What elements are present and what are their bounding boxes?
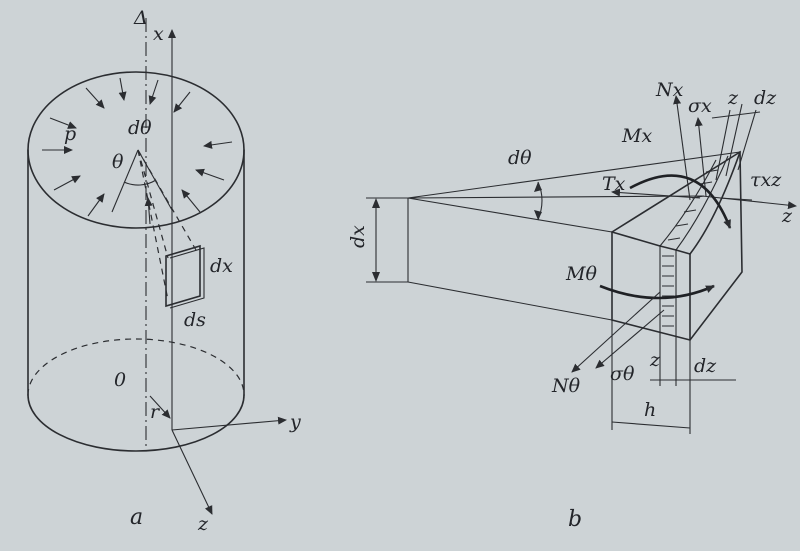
cylinder-bottom-back: [27, 338, 245, 396]
h-dimension: [611, 421, 691, 429]
wedge-lower: [407, 281, 613, 321]
y-axis: [171, 416, 287, 431]
wedge-top: [407, 151, 741, 199]
shell-element: [165, 244, 205, 309]
label-sigma-x: σx: [688, 95, 712, 117]
label-mx: Mx: [621, 125, 652, 147]
z-axis: [171, 429, 213, 515]
label-tau-xz: τxz: [750, 169, 782, 191]
shell-block: [611, 150, 743, 341]
sector-line-1: [111, 149, 139, 213]
label-origin: 0: [114, 369, 126, 391]
label-dtheta-a: dθ: [128, 117, 152, 139]
wedge-mid: [407, 195, 703, 199]
tx-arrow: [611, 188, 701, 199]
label-m-theta: Mθ: [565, 263, 597, 285]
label-ds: ds: [184, 309, 206, 331]
cylinder-figure: [27, 18, 287, 515]
label-n-theta: Nθ: [551, 375, 581, 397]
label-sigma-theta: σθ: [610, 363, 635, 385]
label-nx: Nx: [655, 79, 684, 101]
label-y: y: [289, 411, 301, 433]
n-theta-arrow: [571, 291, 661, 373]
element-figure: [366, 95, 797, 434]
label-p: p: [64, 123, 76, 145]
tau-xz-arrow: [719, 197, 753, 201]
pressure-arrows: [42, 77, 233, 225]
wedge-bottom: [407, 197, 613, 233]
label-dx-b: dx: [347, 225, 369, 248]
label-dtheta-b: dθ: [508, 147, 532, 169]
label-dz-bottom: dz: [694, 355, 717, 377]
theta-arc: [123, 179, 157, 186]
label-h: h: [644, 399, 656, 421]
label-z-axis-b: z: [781, 205, 793, 227]
z-axis-b: [701, 195, 797, 210]
sigma-x-arrow: [694, 117, 707, 197]
label-tx: Tx: [602, 173, 626, 195]
mx-moment: [629, 174, 732, 229]
label-dz-top: dz: [754, 87, 777, 109]
label-delta: Δ: [133, 7, 148, 29]
label-z-top: z: [727, 87, 739, 109]
label-x: x: [153, 23, 164, 45]
radius-line: [149, 395, 171, 419]
label-dx-a: dx: [210, 255, 233, 277]
label-theta: θ: [112, 151, 124, 173]
caption-a: a: [130, 505, 143, 530]
label-r: r: [150, 401, 161, 423]
caption-b: b: [568, 507, 582, 532]
cylinder-bottom-front: [27, 394, 245, 452]
sigma-theta-arrow: [595, 309, 665, 369]
nx-arrow: [673, 95, 691, 201]
label-z-a: z: [197, 513, 209, 535]
m-theta-moment: [599, 284, 715, 300]
label-z-bottom: z: [649, 349, 661, 371]
